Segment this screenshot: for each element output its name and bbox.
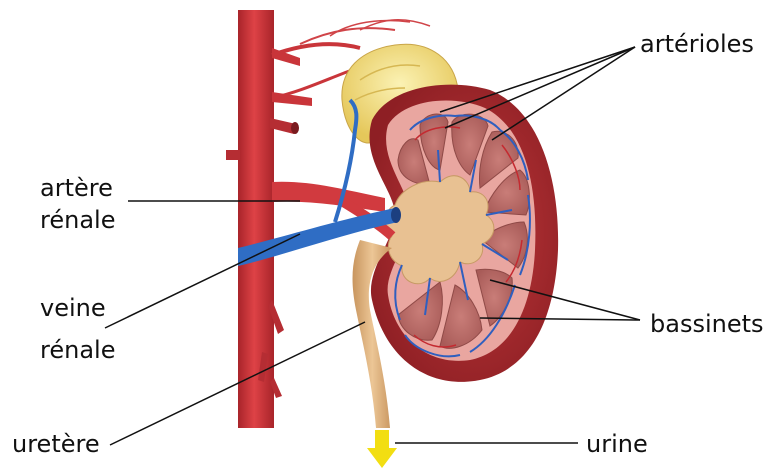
urine-arrow-icon <box>367 430 397 468</box>
label-veine-line2: rénale <box>40 338 115 362</box>
label-veine-line1: veine <box>40 296 106 320</box>
renal-artery <box>272 182 385 212</box>
label-uretere: uretère <box>12 432 100 456</box>
kidney <box>369 85 558 382</box>
label-arterioles: artérioles <box>640 32 754 56</box>
label-artere-line2: rénale <box>40 208 115 232</box>
label-urine: urine <box>586 432 648 456</box>
label-bassinets: bassinets <box>650 312 764 336</box>
label-artere-line1: artère <box>40 176 113 200</box>
